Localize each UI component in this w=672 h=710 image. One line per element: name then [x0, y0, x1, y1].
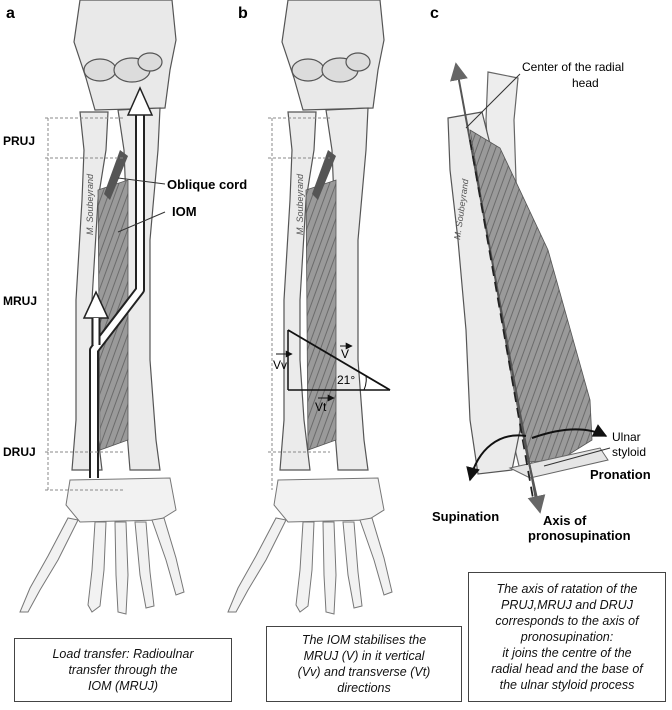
ulnar-styloid-line1: Ulnar	[612, 430, 641, 444]
panel-a-load-path	[91, 110, 143, 478]
caption-b: The IOM stabilises the MRUJ (V) in it ve…	[266, 626, 462, 702]
angle-arc	[363, 375, 367, 391]
ulnar-styloid-leader	[543, 447, 611, 467]
panel-b-hand	[227, 477, 393, 615]
angle-label: 21°	[337, 373, 355, 387]
supination-arrow	[466, 434, 527, 482]
panel-b-radius-ulna	[279, 107, 369, 471]
radial-head-label-line1: Center of the radial	[522, 60, 624, 74]
panel-b-iom-fibers	[305, 179, 337, 451]
ulnar-styloid-label: Ulnar	[612, 430, 641, 444]
axis-label: Axis of	[543, 513, 587, 528]
panel-a: a	[3, 0, 247, 615]
supination-label: Supination	[432, 509, 499, 524]
axis-label-line2: pronosupination	[528, 528, 631, 543]
panel-c-letter: c	[430, 5, 439, 22]
pronation-arrow	[531, 424, 608, 439]
axis-label-line1: Axis of	[543, 513, 587, 528]
caption-c: The axis of ratation of the PRUJ,MRUJ an…	[468, 572, 666, 702]
ulnar-styloid-label-2: styloid	[612, 445, 646, 459]
panel-b-letter: b	[238, 5, 248, 22]
ulnar-styloid-line2: styloid	[612, 445, 646, 459]
panel-b-oblique-cord	[312, 150, 336, 200]
v-label: V	[341, 347, 349, 361]
radial-head-label-2: head	[572, 76, 599, 90]
panel-a-hand	[19, 477, 185, 615]
panel-b: b	[227, 0, 393, 615]
panel-a-signature: M. Soubeyrand	[85, 173, 95, 235]
axis-label-2: pronosupination	[528, 528, 631, 543]
radial-head-leader	[465, 73, 521, 129]
v-vector	[287, 329, 391, 391]
panel-b-level-brackets	[268, 117, 330, 490]
pronation-label: Pronation	[590, 467, 651, 482]
oblique-cord-leader	[117, 177, 166, 185]
iom-label: IOM	[172, 204, 197, 219]
vv-label: Vv	[273, 358, 287, 372]
pruj-label: PRUJ	[3, 134, 35, 148]
iom-leader	[117, 211, 166, 233]
panel-c: c Center of the radial head Ulnar styloi…	[430, 5, 651, 543]
radial-head-label: Center of the radial	[522, 60, 624, 74]
panel-b-humerus	[281, 0, 385, 111]
panel-a-humerus	[73, 0, 177, 111]
panel-a-letter: a	[6, 5, 15, 22]
vt-label: Vt	[315, 400, 327, 414]
panel-a-load-arrowhead	[126, 86, 154, 116]
panel-b-signature: M. Soubeyrand	[295, 173, 305, 235]
druj-label: DRUJ	[3, 445, 36, 459]
oblique-cord-label: Oblique cord	[167, 177, 247, 192]
radial-head-label-line2: head	[572, 76, 599, 90]
caption-a: Load transfer: Radioulnar transfer throu…	[14, 638, 232, 702]
axis-dashed	[469, 139, 535, 505]
axis-line-lower	[523, 439, 546, 514]
panel-a-level-brackets	[45, 117, 125, 491]
panel-a-iom-fibers	[97, 179, 129, 451]
force-triangle	[276, 329, 391, 402]
panel-a-oblique-cord	[104, 150, 128, 200]
axis-line-upper	[450, 62, 537, 501]
mruj-label: MRUJ	[3, 294, 37, 308]
